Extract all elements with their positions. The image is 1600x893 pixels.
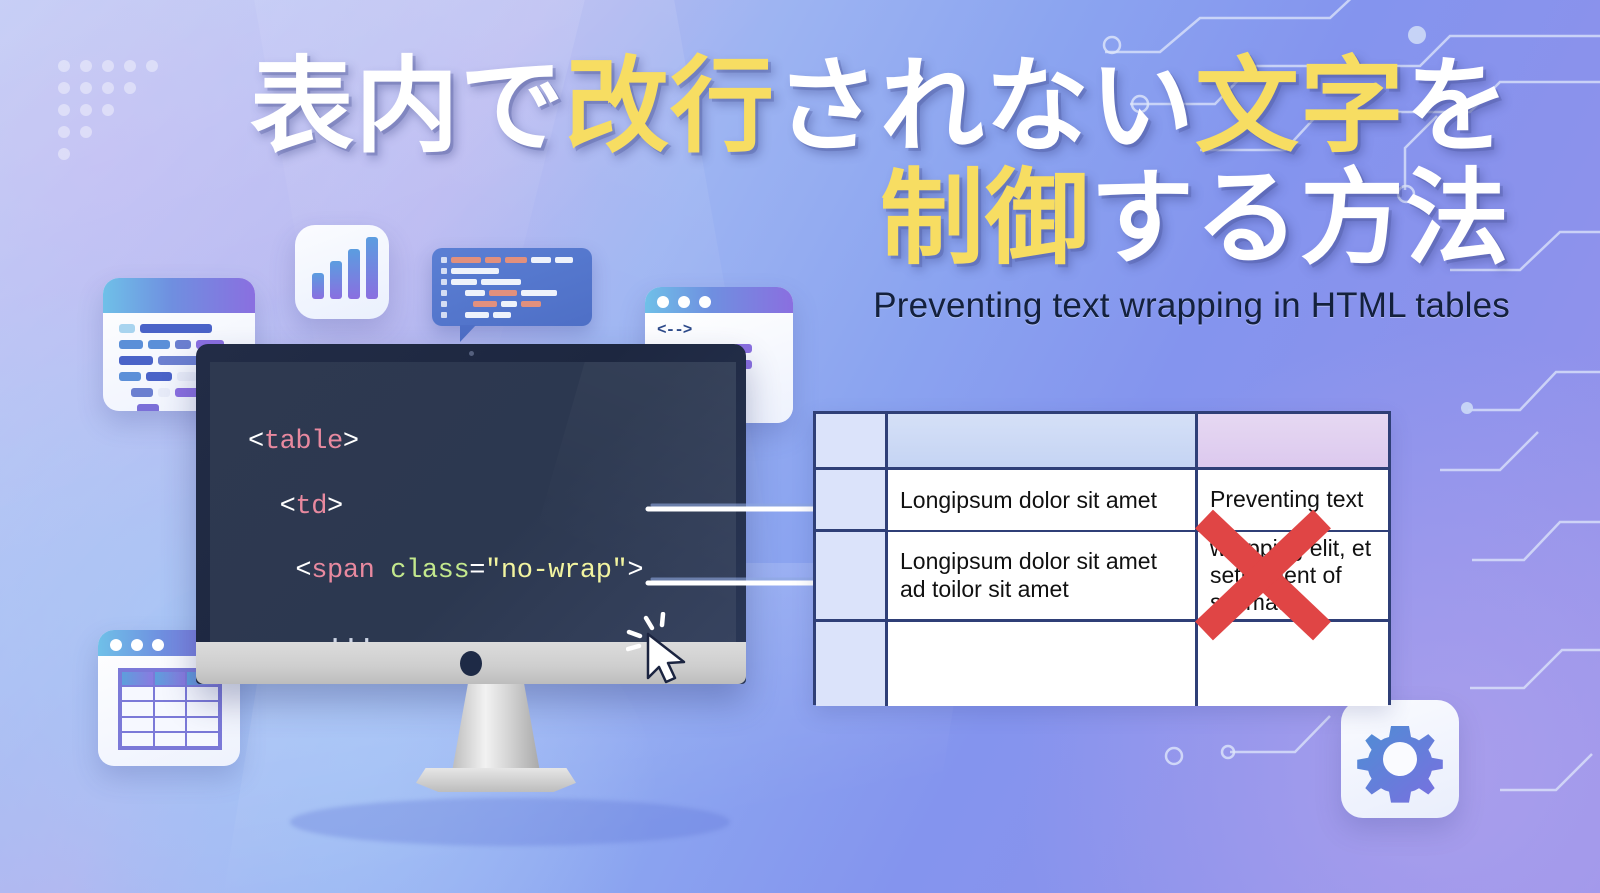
code-lines-decor: [119, 324, 243, 411]
poster-title-block: 表内で改行されない文字を 制御する方法 Preventing text wrap…: [150, 54, 1510, 326]
table-grid-cell: [154, 672, 186, 686]
card-titlebar: [645, 287, 793, 313]
title-run-0: 表内で: [249, 49, 565, 165]
cross-mark-icon: [1195, 509, 1331, 641]
dot: [80, 60, 92, 72]
dot: [124, 60, 136, 72]
poster-subtitle: Preventing text wrapping in HTML tables: [873, 286, 1510, 326]
title-run-0: 制御: [879, 161, 1090, 278]
monitor-camera: [469, 351, 474, 356]
table-grid-cell: [122, 687, 153, 701]
title-run-3: 文字: [1194, 49, 1405, 165]
table-header-cell-main: [888, 414, 1198, 470]
title-run-1: 改行: [564, 49, 775, 165]
table-row-stub: [816, 532, 888, 622]
monitor-stand: [416, 684, 576, 804]
table-window-card: [98, 630, 240, 766]
window-dots: [110, 639, 164, 651]
dot: [102, 104, 114, 116]
table-header-cell-right: [1198, 414, 1388, 470]
table-row-empty: [888, 622, 1198, 706]
dot: [58, 82, 70, 94]
table-grid-cell: [122, 702, 153, 716]
title-run-2: されない: [774, 49, 1195, 165]
table-grid-cell: [122, 672, 153, 686]
bar-chart-card: [295, 225, 389, 319]
mouse-click-cursor: [626, 612, 686, 684]
monitor-screen: <table> <td> <span class="no-wrap"> ... …: [210, 362, 736, 642]
table-row: Longipsum dolor sit amet ad toilor sit a…: [888, 532, 1198, 622]
bubble-code-lines: [441, 257, 584, 323]
table-row-empty-right: [1198, 622, 1388, 706]
bubble-tail: [460, 325, 476, 342]
card-titlebar: [103, 278, 255, 313]
table-row: Longipsum dolor sit amet: [888, 470, 1198, 532]
table-row-stub: [816, 622, 888, 706]
dot: [58, 148, 70, 160]
dot: [80, 82, 92, 94]
code-editor-content: <table> <td> <span class="no-wrap"> ... …: [248, 427, 644, 642]
table-grid-cell: [154, 687, 186, 701]
dot: [80, 126, 92, 138]
cell-text-wrap-top: Preventing text: [1210, 486, 1364, 513]
code-speech-bubble: [432, 248, 592, 342]
window-dots: [657, 296, 711, 308]
cell-text-wrapped: Longipsum dolor sit amet ad toilor sit a…: [900, 548, 1157, 602]
table-grid-icon: [118, 668, 222, 750]
table-grid-cell: [187, 732, 218, 746]
dot: [124, 82, 136, 94]
title-line-2: 制御する方法: [150, 166, 1510, 272]
table-grid-cell: [154, 732, 186, 746]
gear-icon: [1357, 726, 1443, 803]
dot: [102, 82, 114, 94]
table-corner-cell: [816, 414, 888, 470]
monitor-logo: [460, 651, 482, 676]
monitor-stand-foot: [416, 768, 576, 792]
settings-gear-card: [1341, 700, 1459, 818]
table-grid-cell: [122, 717, 153, 731]
cell-text-nowrap: Longipsum dolor sit amet: [900, 486, 1157, 513]
bar-chart-icon: [312, 237, 378, 299]
dot: [58, 126, 70, 138]
table-grid-cell: [122, 732, 153, 746]
dot: [58, 104, 70, 116]
table-grid-cell: [187, 687, 218, 701]
table-grid-cell: [154, 717, 186, 731]
table-grid-cell: [187, 702, 218, 716]
dot: [102, 60, 114, 72]
monitor-stand-neck: [452, 684, 540, 772]
monitor-shadow: [290, 798, 730, 846]
table-grid-cell: [187, 717, 218, 731]
title-line-1: 表内で改行されない文字を: [150, 54, 1510, 160]
title-run-4: を: [1404, 49, 1510, 165]
title-run-1: する方法: [1089, 161, 1510, 278]
open-tag-glyph: <-->: [657, 321, 692, 339]
dot: [146, 60, 158, 72]
table-row-stub: [816, 470, 888, 532]
dot: [58, 60, 70, 72]
dot: [80, 104, 92, 116]
table-grid-cell: [154, 702, 186, 716]
table-row-right: Preventing text: [1198, 470, 1388, 532]
